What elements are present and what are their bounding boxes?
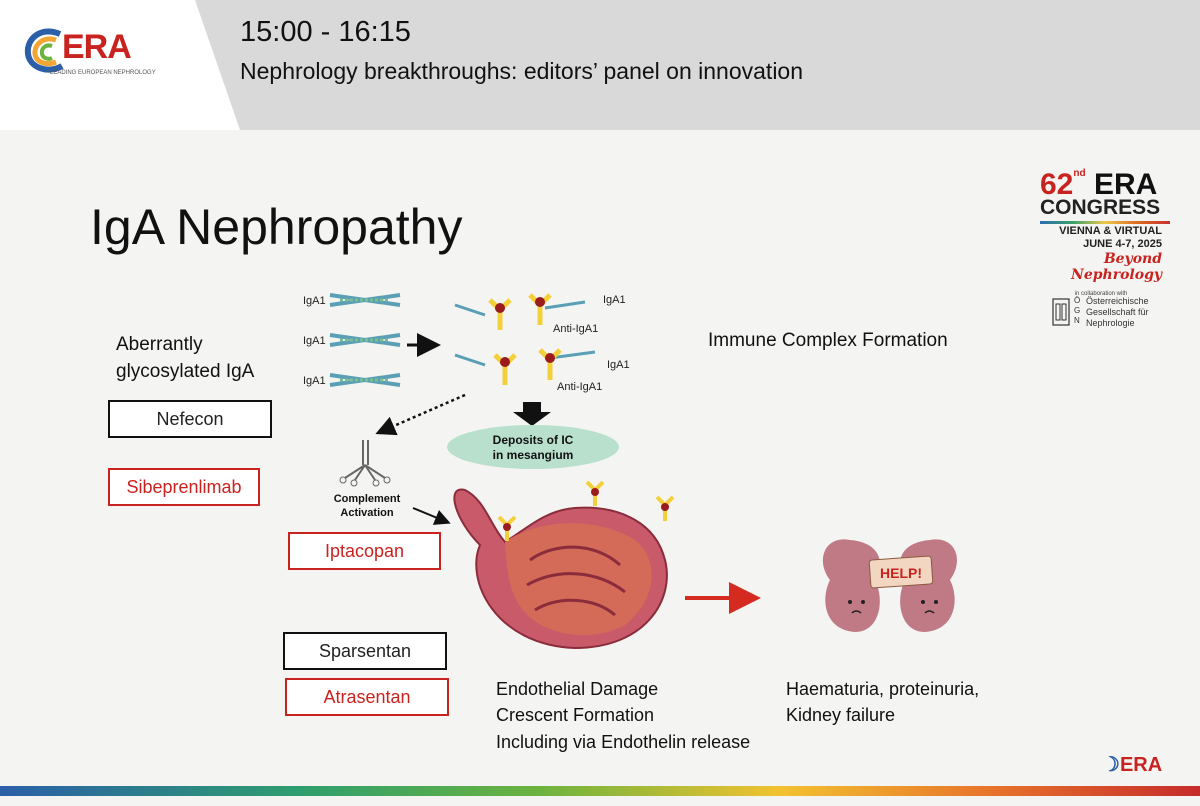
collab-text: in collaboration with [1074, 291, 1128, 297]
footer-era-swirl-icon: ☽ [1102, 754, 1120, 776]
dotted-arrow-complement [375, 393, 466, 436]
iga1-label: IgA1 [303, 295, 326, 307]
label-aberrant-line1: Aberrantly [116, 334, 203, 355]
complement-line2: Activation [340, 507, 393, 519]
iga1-label: IgA1 [303, 335, 326, 347]
congress-tagline: Beyond Nephrology [1071, 251, 1162, 283]
oegn-name: Österreichische Gesellschaft für Nephrol… [1086, 296, 1149, 328]
bottom-color-bar [0, 786, 1200, 796]
label-endothelial-damage: Endothelial Damage [496, 679, 659, 699]
oegn-logo: Ö G N Österreichische Gesellschaft für N… [1052, 296, 1182, 336]
drug-box-atrasentan: Atrasentan [285, 678, 449, 716]
arrow-complement-to-glomerulus [412, 507, 451, 525]
footer-era-logo: ☽ERA [1102, 752, 1162, 777]
iga1-molecule [329, 333, 401, 347]
deposits-line1: Deposits of IC [493, 433, 574, 447]
iga1-molecule [329, 373, 401, 387]
era-logo-subtext: LEADING EUROPEAN NEPHROLOGY [50, 70, 156, 76]
anti-iga1-label: Anti-IgA1 [553, 323, 598, 335]
header-gray-band [195, 0, 1200, 130]
oegn-emblem-icon [1052, 298, 1070, 326]
drug-box-sparsentan: Sparsentan [283, 632, 447, 670]
glomerulus-illustration [453, 480, 675, 650]
help-sign-text: HELP! [880, 565, 922, 581]
era-logo-text: ERA [62, 28, 132, 66]
drug-box-sibeprenlimab: Sibeprenlimab [108, 468, 260, 506]
complement-line1: Complement [334, 493, 401, 505]
congress-number-suffix: nd [1073, 168, 1086, 179]
header: ERA LEADING EUROPEAN NEPHROLOGY 15:00 - … [0, 0, 1200, 130]
session-title: Nephrology breakthroughs: editors’ panel… [240, 58, 804, 84]
session-time: 15:00 - 16:15 [240, 16, 411, 48]
congress-logo: 62nd ERA CONGRESS VIENNA & VIRTUAL JUNE … [1040, 168, 1170, 297]
congress-era: ERA [1093, 168, 1158, 201]
label-haematuria: Haematuria, proteinuria, [786, 679, 980, 699]
sad-kidneys-illustration: HELP! [822, 539, 958, 632]
congress-location: VIENNA & VIRTUAL [1059, 225, 1162, 237]
oegn-letters: Ö G N [1074, 296, 1081, 325]
congress-number-value: 62 [1040, 168, 1074, 201]
iga1-molecule [329, 293, 401, 307]
iga1-label: IgA1 [607, 359, 630, 371]
deposits-line2: in mesangium [493, 448, 574, 462]
immune-complexes: IgA1 Anti-IgA1 IgA1 Anti-IgA1 [454, 293, 630, 393]
era-logo: ERA LEADING EUROPEAN NEPHROLOGY [22, 22, 156, 82]
anti-iga1-label: Anti-IgA1 [557, 381, 602, 393]
label-crescent: Crescent Formation [496, 705, 655, 725]
congress-color-bar [1040, 221, 1170, 224]
complement-icon [339, 440, 391, 487]
label-immune-complex: Immune Complex Formation [708, 330, 948, 351]
congress-dates: JUNE 4-7, 2025 [1083, 238, 1162, 250]
down-arrow-to-deposits [513, 402, 551, 426]
era-swirl-icon [24, 28, 64, 73]
congress-number: 62nd ERA [1040, 168, 1170, 202]
iga1-label: IgA1 [603, 294, 626, 306]
drug-box-iptacopan: Iptacopan [288, 532, 441, 570]
iga1-molecules: IgA1 IgA1 IgA1 [303, 293, 401, 387]
label-endothelin: Including via Endothelin release [496, 732, 751, 752]
deposits-ellipse [447, 425, 619, 469]
footer-era-text: ERA [1119, 754, 1163, 776]
slide-title: IgA Nephropathy [90, 199, 463, 255]
congress-word: CONGRESS [1040, 196, 1161, 219]
label-aberrant-line2: glycosylated IgA [116, 361, 255, 382]
drug-box-nefecon: Nefecon [108, 400, 272, 438]
label-kidney-failure: Kidney failure [786, 705, 896, 725]
pathogenesis-diagram: IgA1 IgA1 IgA1 IgA1 Anti-IgA1 IgA1 Anti-… [303, 293, 958, 650]
iga1-label: IgA1 [303, 375, 326, 387]
